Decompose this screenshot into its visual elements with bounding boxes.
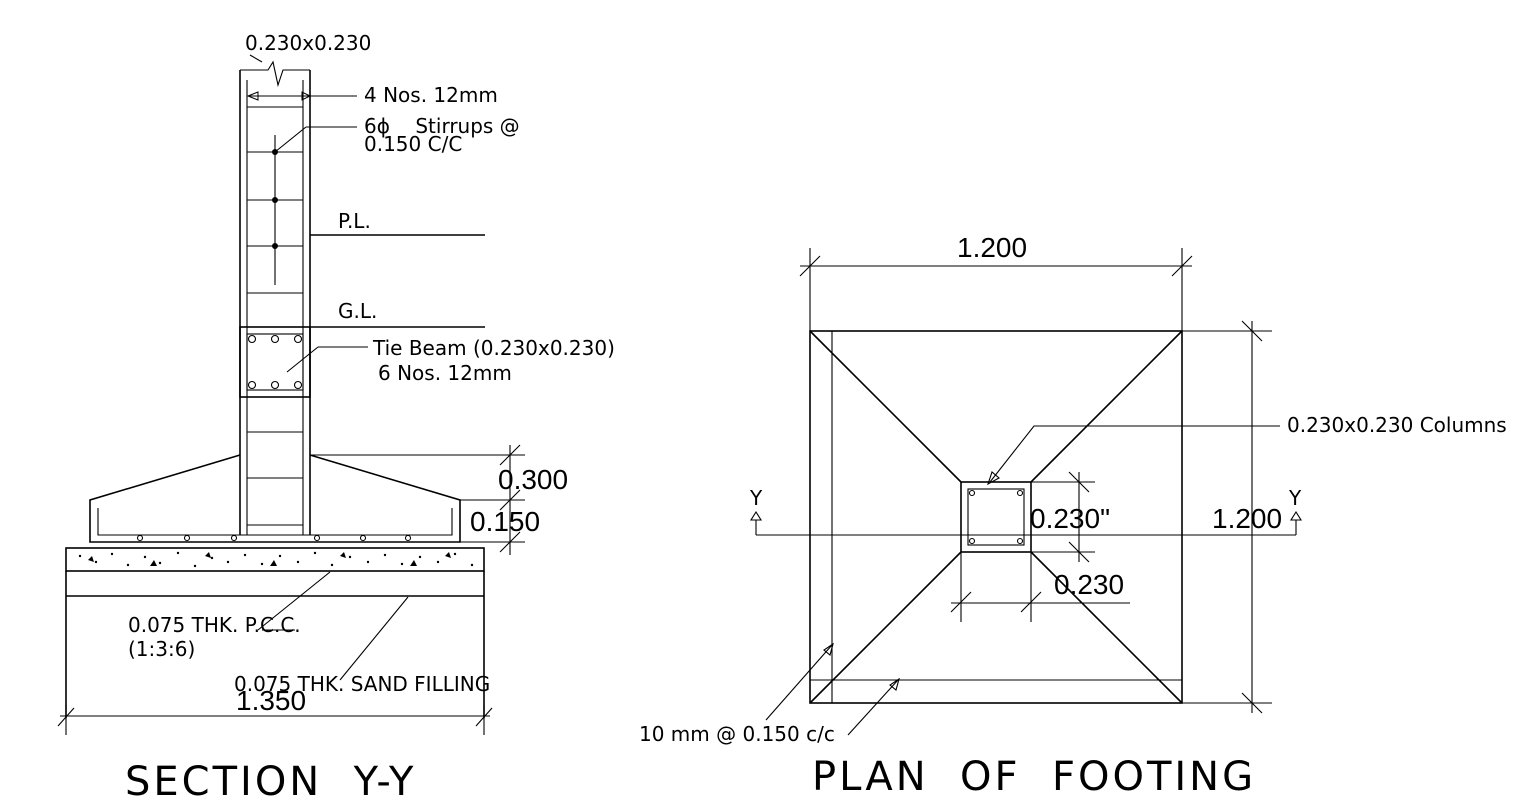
column-callout-label: 0.230x0.230 Columns: [1287, 413, 1507, 437]
column-size-label: 0.230x0.230: [245, 31, 371, 55]
pcc-label-2: (1:3:6): [128, 637, 195, 661]
reinforcement-label: 10 mm @ 0.150 c/c: [639, 722, 835, 746]
section-mark-left: Y: [749, 486, 763, 510]
main-bars-label: 4 Nos. 12mm: [364, 83, 498, 107]
sand-filling-label: 0.075 THK. SAND FILLING: [234, 672, 490, 696]
ground-level-label: G.L.: [338, 299, 377, 323]
tie-beam-label-1: Tie Beam (0.230x0.230): [372, 336, 615, 360]
pcc-hatch: [78, 551, 474, 568]
plan-dim-column-h: 0.230: [1054, 569, 1124, 600]
plan-dim-column-v: 0.230": [1030, 503, 1110, 534]
dim-depth-total: 0.300: [498, 464, 568, 495]
plan-dim-width: 1.200: [957, 232, 1027, 263]
section-mark-right: Y: [1288, 486, 1302, 510]
tie-beam-label-2: 6 Nos. 12mm: [378, 361, 512, 385]
stirrups-label-1: 6ϕ Stirrups @: [364, 114, 520, 138]
stirrups-label-2: 0.150 C/C: [364, 132, 462, 156]
section-title: SECTION Y-Y: [125, 759, 416, 805]
pcc-label-1: 0.075 THK. P.C.C.: [128, 613, 301, 637]
plan-title: PLAN OF FOOTING: [812, 754, 1256, 800]
plinth-level-label: P.L.: [338, 209, 371, 233]
section-view: [57, 54, 525, 735]
plan-view: [750, 248, 1302, 736]
dim-width-section: 1.350: [236, 685, 306, 716]
plan-dim-height: 1.200: [1212, 503, 1282, 534]
dim-depth-edge: 0.150: [470, 506, 540, 537]
